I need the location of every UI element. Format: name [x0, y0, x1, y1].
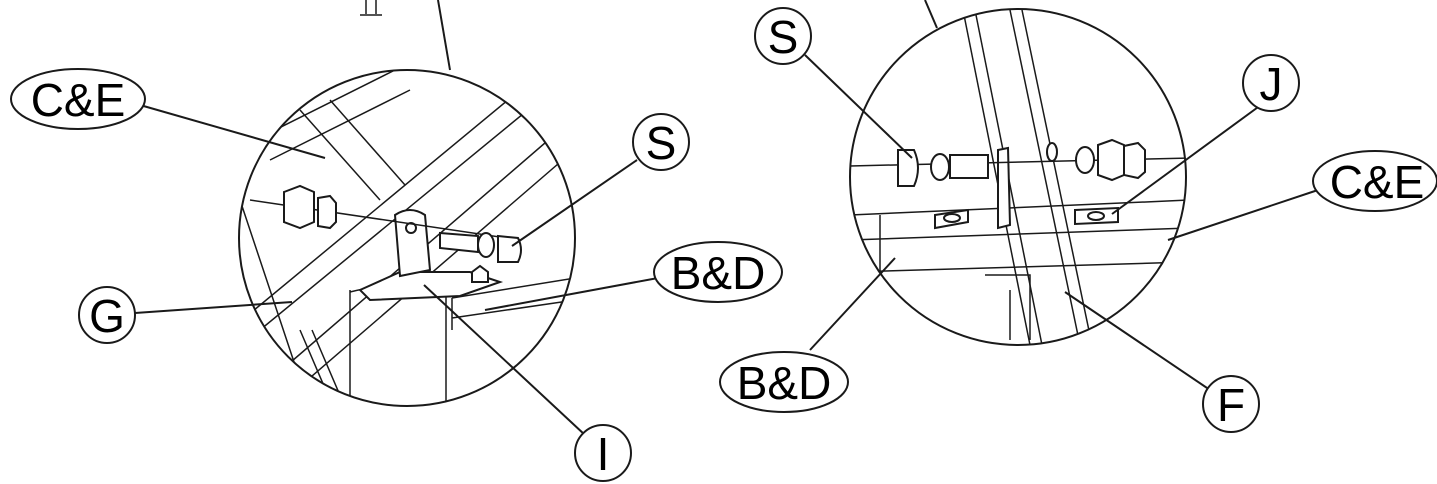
callout-left-i-label: I	[597, 428, 610, 480]
leader-right-bd	[809, 257, 896, 351]
callout-left-g-label: G	[89, 290, 125, 342]
callout-left-s-label: S	[646, 117, 677, 169]
right-detail-view	[849, 8, 1187, 346]
callout-left-ce: C&E	[10, 68, 146, 130]
leader-left-bd	[484, 277, 659, 311]
left-detail-contents	[239, 70, 575, 406]
right-detail-contents	[850, 9, 1186, 345]
callout-left-s: S	[632, 113, 690, 171]
left-detail-view	[238, 69, 576, 407]
callout-left-bd: B&D	[653, 241, 783, 303]
callout-left-i: I	[574, 424, 632, 482]
top-bolt-fragment	[360, 0, 382, 16]
leader-left-i	[423, 284, 586, 436]
callout-right-j: J	[1242, 54, 1300, 112]
callout-right-bd: B&D	[719, 351, 849, 413]
leader-right-ce	[1167, 189, 1319, 241]
callout-right-bd-label: B&D	[737, 357, 832, 409]
callout-right-ce-label: C&E	[1330, 156, 1425, 208]
leader-right-f	[1064, 291, 1214, 393]
right-leader-line-top	[924, 0, 938, 29]
callout-left-g: G	[78, 286, 136, 344]
leader-right-j	[1111, 101, 1266, 215]
right-detail-circle	[849, 8, 1187, 346]
callout-left-bd-label: B&D	[671, 247, 766, 299]
callout-right-j-label: J	[1260, 58, 1283, 110]
callout-right-f-label: F	[1217, 379, 1245, 431]
leader-left-ce	[139, 104, 326, 159]
leader-right-s	[804, 54, 913, 159]
leader-left-g	[134, 301, 293, 314]
left-leader-line-top	[437, 0, 451, 71]
callout-right-ce: C&E	[1312, 150, 1437, 212]
callout-right-s: S	[754, 7, 812, 65]
left-detail-circle	[238, 69, 576, 407]
leader-left-s	[511, 159, 638, 247]
callout-right-f: F	[1202, 375, 1260, 433]
callout-right-s-label: S	[768, 11, 799, 63]
callout-left-ce-label: C&E	[31, 74, 126, 126]
